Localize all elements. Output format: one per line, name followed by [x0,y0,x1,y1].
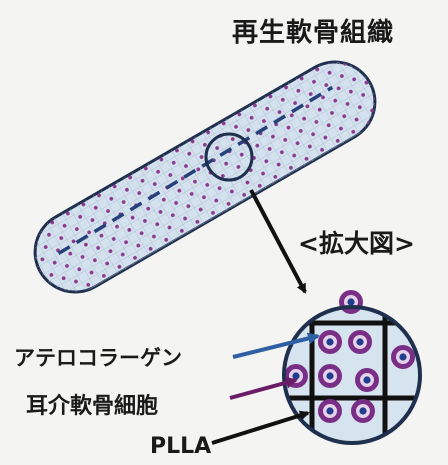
chondrocyte-nucleus [326,407,333,414]
chondrocyte-nucleus [363,376,370,383]
chondrocyte-nucleus [399,353,406,360]
chondrocyte-nucleus [326,338,333,345]
chondrocyte-label: 耳介軟骨細胞 [26,388,158,420]
zoom-label: <拡大図> [298,224,415,260]
plla-label: PLLA [150,434,211,459]
chondrocyte-nucleus [326,372,333,379]
zoom-arrow [251,190,305,292]
tissue-construct [20,47,389,306]
diagram-title: 再生軟骨組織 [232,12,394,49]
chondrocyte-cell [318,399,342,423]
plla-arrow [212,413,308,443]
chondrocyte-cell [351,399,375,423]
chondrocyte-nucleus [356,338,363,345]
chondrocyte-cell [348,330,372,354]
chondrocyte-cell [318,364,342,388]
chondrocyte-cell [355,368,379,392]
chondrocyte-cell [391,345,415,369]
chondrocyte-nucleus [292,372,299,379]
chondrocyte-cell [339,290,363,314]
chondrocyte-nucleus [359,407,366,414]
chondrocyte-nucleus [347,298,354,305]
chondrocyte-cell [318,330,342,354]
tissue-cell-dots [20,47,389,306]
magnified-view [283,290,421,443]
atelocollagen-label: アテロコラーゲン [14,342,182,372]
chondrocyte-cell [284,364,308,388]
